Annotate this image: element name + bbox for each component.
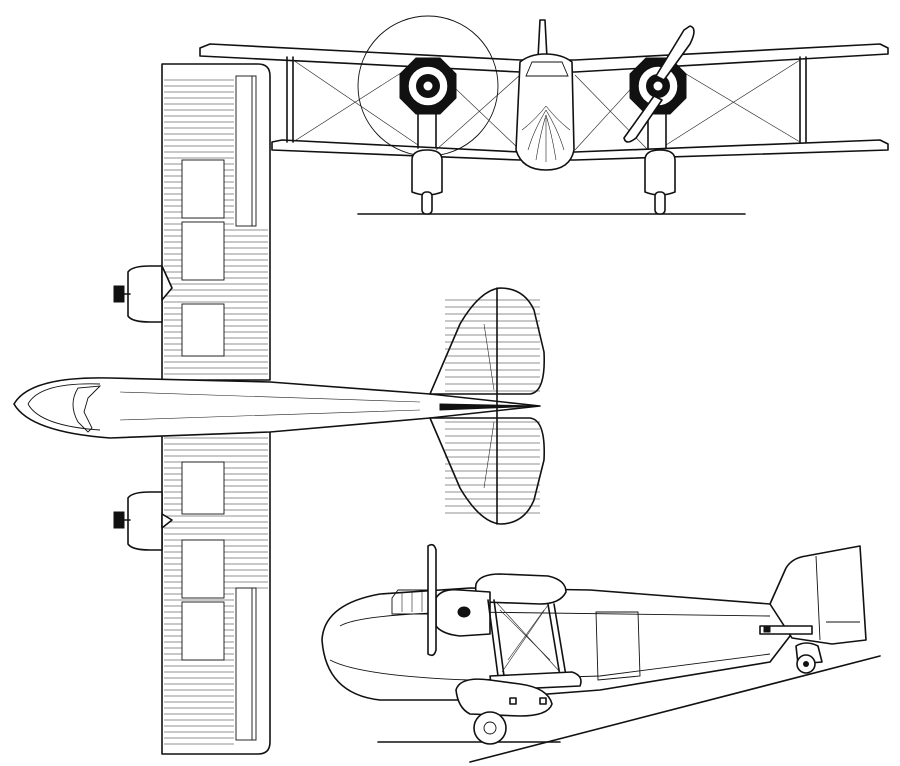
side-ground-slope (469, 655, 881, 763)
front-propeller-blade-upper (655, 25, 695, 81)
front-right-undercarriage (644, 149, 676, 215)
plan-cockpit-line (27, 383, 101, 405)
side-tailwheel (795, 642, 823, 674)
side-wing-struts (487, 599, 567, 677)
front-bracing-wires (292, 59, 801, 151)
side-tailplane (759, 625, 813, 635)
plan-windscreen (72, 385, 102, 433)
front-propeller-blade-lower (623, 95, 663, 143)
plan-tail-cone (439, 403, 541, 411)
front-left-undercarriage (411, 149, 443, 215)
plan-lower-wing-panels (181, 159, 225, 661)
side-undercarriage-fairing (455, 678, 553, 717)
front-view (199, 15, 889, 215)
side-bracing-wires (495, 601, 561, 673)
front-fuselage-shading (521, 105, 571, 162)
side-view (321, 543, 881, 763)
front-left-engine (399, 57, 457, 115)
side-cabin-door (595, 611, 641, 681)
side-propeller (427, 543, 437, 657)
front-fin (537, 19, 548, 59)
plan-view (13, 63, 546, 755)
plan-lower-engine (113, 491, 173, 551)
plan-tailplane-ribs (445, 299, 540, 514)
side-main-wheel (473, 711, 507, 745)
front-lower-wing (271, 139, 889, 161)
front-right-engine (623, 25, 695, 143)
plan-upper-engine (113, 265, 173, 323)
front-windscreen (525, 61, 569, 77)
plan-tailplane-upper (429, 287, 546, 395)
